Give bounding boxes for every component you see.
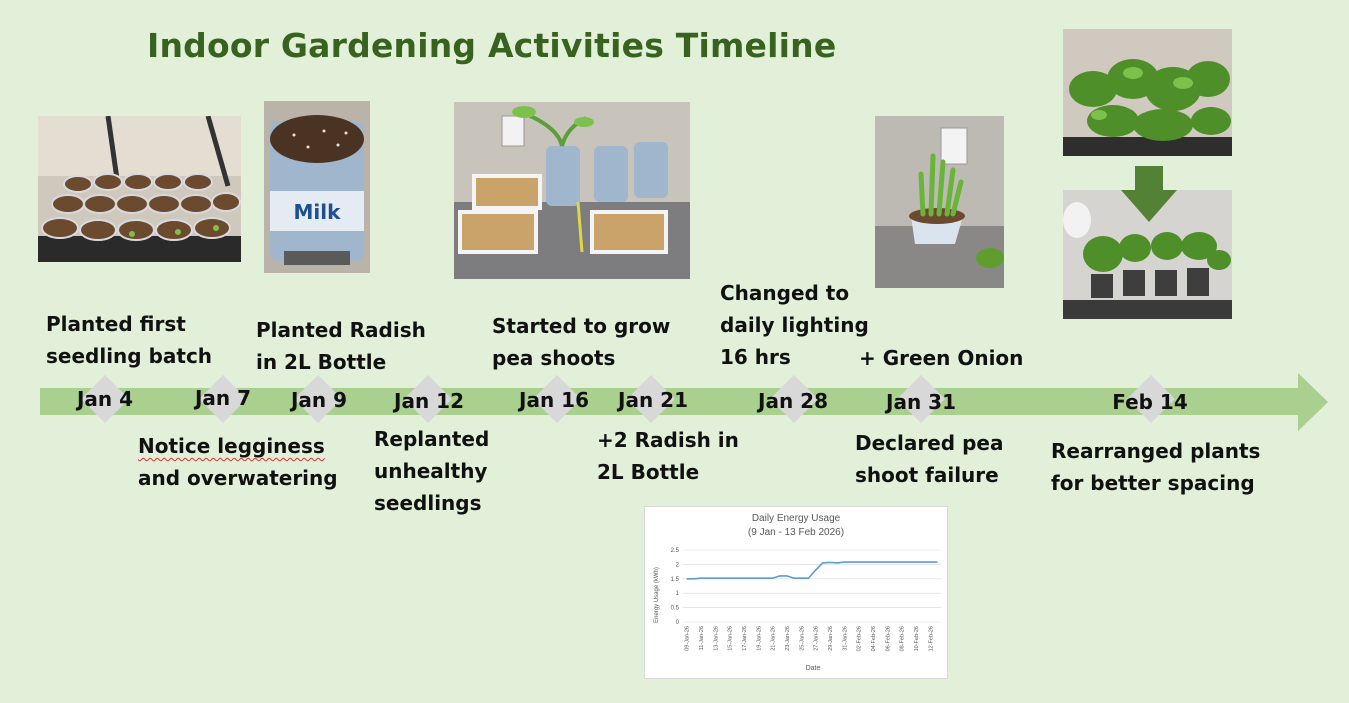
chart-svg: Daily Energy Usage (9 Jan - 13 Feb 2026)… bbox=[654, 513, 941, 672]
page-title: Indoor Gardening Activities Timeline bbox=[147, 26, 837, 65]
event-line: Replanted bbox=[374, 427, 490, 451]
green-onion-photo bbox=[875, 116, 1004, 288]
milestone-date: Jan 21 bbox=[618, 388, 688, 412]
chart-x-tick-label: 11-Jan-26 bbox=[699, 626, 705, 650]
event-planted-first-seedling-batch: Planted first seedling batch bbox=[46, 308, 212, 372]
chart-x-tick-label: 29-Jan-26 bbox=[828, 626, 834, 651]
event-legginess: Notice legginess and overwatering bbox=[138, 430, 338, 494]
chart-x-tick-label: 21-Jan-26 bbox=[771, 626, 777, 651]
event-line: Declared pea bbox=[855, 431, 1004, 455]
event-line: seedlings bbox=[374, 491, 482, 515]
event-replanted: Replanted unhealthy seedlings bbox=[374, 423, 489, 519]
chart-series-line bbox=[686, 561, 938, 580]
chart-y-tick-label: 2.5 bbox=[671, 548, 680, 554]
milestone-date: Feb 14 bbox=[1112, 390, 1188, 414]
event-line: Started to grow bbox=[492, 314, 671, 338]
milestone-date: Jan 4 bbox=[76, 387, 134, 411]
chart-x-tick-label: 31-Jan-26 bbox=[842, 626, 848, 651]
event-line: Planted first bbox=[46, 312, 186, 336]
event-green-onion: + Green Onion bbox=[859, 342, 1023, 374]
energy-usage-chart: Daily Energy Usage (9 Jan - 13 Feb 2026)… bbox=[644, 506, 948, 679]
chart-y-tick-label: 1.5 bbox=[671, 577, 680, 583]
chart-x-tick-label: 04-Feb-26 bbox=[871, 626, 877, 651]
event-line: in 2L Bottle bbox=[256, 350, 387, 374]
rearranged-before-photo bbox=[1063, 29, 1232, 156]
event-rearranged: Rearranged plants for better spacing bbox=[1051, 435, 1260, 499]
event-line: +2 Radish in bbox=[597, 428, 739, 452]
event-line: daily lighting bbox=[720, 313, 869, 337]
event-line: for better spacing bbox=[1051, 471, 1255, 495]
pea-shoots-photo bbox=[454, 102, 690, 279]
event-line: unhealthy bbox=[374, 459, 488, 483]
event-line: Notice legginess bbox=[138, 434, 325, 458]
event-radish-added: +2 Radish in 2L Bottle bbox=[597, 424, 739, 488]
event-line: 16 hrs bbox=[720, 345, 791, 369]
event-planted-radish: Planted Radish in 2L Bottle bbox=[256, 314, 426, 378]
chart-y-tick-label: 0 bbox=[676, 620, 680, 626]
chart-x-tick-label: 15-Jan-26 bbox=[728, 626, 734, 651]
svg-text:Milk: Milk bbox=[294, 200, 342, 224]
event-line: pea shoots bbox=[492, 346, 616, 370]
event-line: shoot failure bbox=[855, 463, 999, 487]
chart-x-tick-label: 27-Jan-26 bbox=[814, 626, 820, 651]
chart-y-axis-label: Energy Usage (kWh) bbox=[654, 567, 660, 623]
chart-y-tick-label: 0.5 bbox=[671, 606, 680, 612]
down-arrow-icon bbox=[1121, 166, 1177, 222]
milestone-date: Jan 9 bbox=[290, 388, 348, 412]
seedling-trays-photo bbox=[38, 116, 241, 262]
event-line: 2L Bottle bbox=[597, 460, 700, 484]
chart-x-tick-label: 12-Feb-26 bbox=[928, 626, 934, 651]
chart-y-tick-label: 2 bbox=[676, 562, 680, 568]
chart-x-tick-label: 06-Feb-26 bbox=[885, 626, 891, 651]
chart-title: Daily Energy Usage bbox=[752, 513, 841, 524]
event-line: Rearranged plants bbox=[1051, 439, 1261, 463]
milestone-date: Jan 7 bbox=[194, 386, 252, 410]
chart-x-tick-label: 23-Jan-26 bbox=[785, 626, 791, 651]
event-line: Changed to bbox=[720, 281, 850, 305]
radish-bottle-photo: Milk bbox=[264, 101, 370, 273]
chart-x-tick-label: 17-Jan-26 bbox=[742, 626, 748, 651]
chart-x-tick-label: 10-Feb-26 bbox=[914, 626, 920, 651]
chart-y-tick-label: 1 bbox=[676, 591, 680, 597]
event-pea-shoots: Started to grow pea shoots bbox=[492, 310, 670, 374]
milestone-date: Jan 31 bbox=[886, 390, 956, 414]
chart-x-tick-label: 09-Jan-26 bbox=[685, 626, 691, 651]
chart-x-tick-label: 13-Jan-26 bbox=[713, 626, 719, 651]
milestone-date: Jan 12 bbox=[394, 389, 464, 413]
chart-x-tick-label: 25-Jan-26 bbox=[799, 626, 805, 651]
event-line: seedling batch bbox=[46, 344, 213, 368]
chart-x-axis-label: Date bbox=[806, 665, 821, 672]
chart-x-tick-label: 02-Feb-26 bbox=[857, 626, 863, 651]
chart-subtitle: (9 Jan - 13 Feb 2026) bbox=[748, 527, 844, 538]
chart-x-tick-label: 08-Feb-26 bbox=[900, 626, 906, 651]
milestone-date: Jan 28 bbox=[758, 389, 828, 413]
event-lighting-change: Changed to daily lighting 16 hrs bbox=[720, 277, 869, 373]
event-pea-failure: Declared pea shoot failure bbox=[855, 427, 1003, 491]
milestone-date: Jan 16 bbox=[519, 388, 589, 412]
event-line: + Green Onion bbox=[859, 346, 1024, 370]
chart-x-tick-label: 19-Jan-26 bbox=[756, 626, 762, 651]
event-line: and overwatering bbox=[138, 466, 338, 490]
event-line: Planted Radish bbox=[256, 318, 426, 342]
